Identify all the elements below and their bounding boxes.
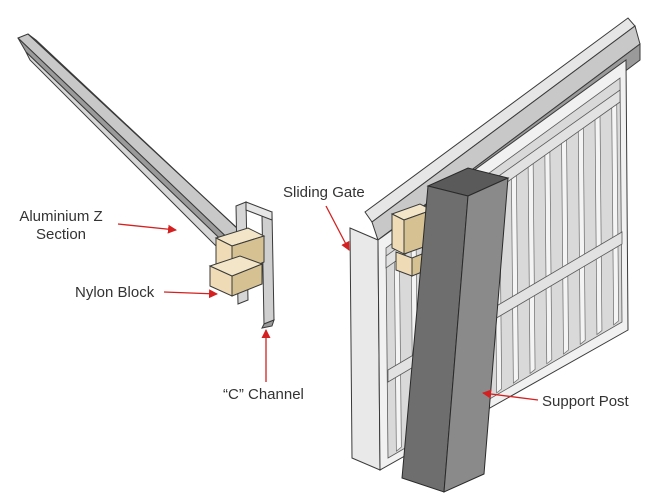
sliding-gate-label: Sliding Gate xyxy=(283,184,365,201)
nylon-block-label: Nylon Block xyxy=(75,284,155,301)
z-section-arrow xyxy=(117,223,177,234)
z-section-rail xyxy=(17,33,257,263)
support-post xyxy=(401,167,510,493)
support-post-arrow xyxy=(482,389,539,401)
support-post-label: Support Post xyxy=(542,393,629,410)
annotation-arrows xyxy=(117,205,539,401)
c-channel-label: “C” Channel xyxy=(223,386,304,403)
sliding-gate-arrow xyxy=(325,205,350,251)
nylon-block xyxy=(208,227,266,297)
z-section-label: Aluminium Z Section xyxy=(19,208,103,243)
nylon-block-arrow xyxy=(163,289,218,299)
